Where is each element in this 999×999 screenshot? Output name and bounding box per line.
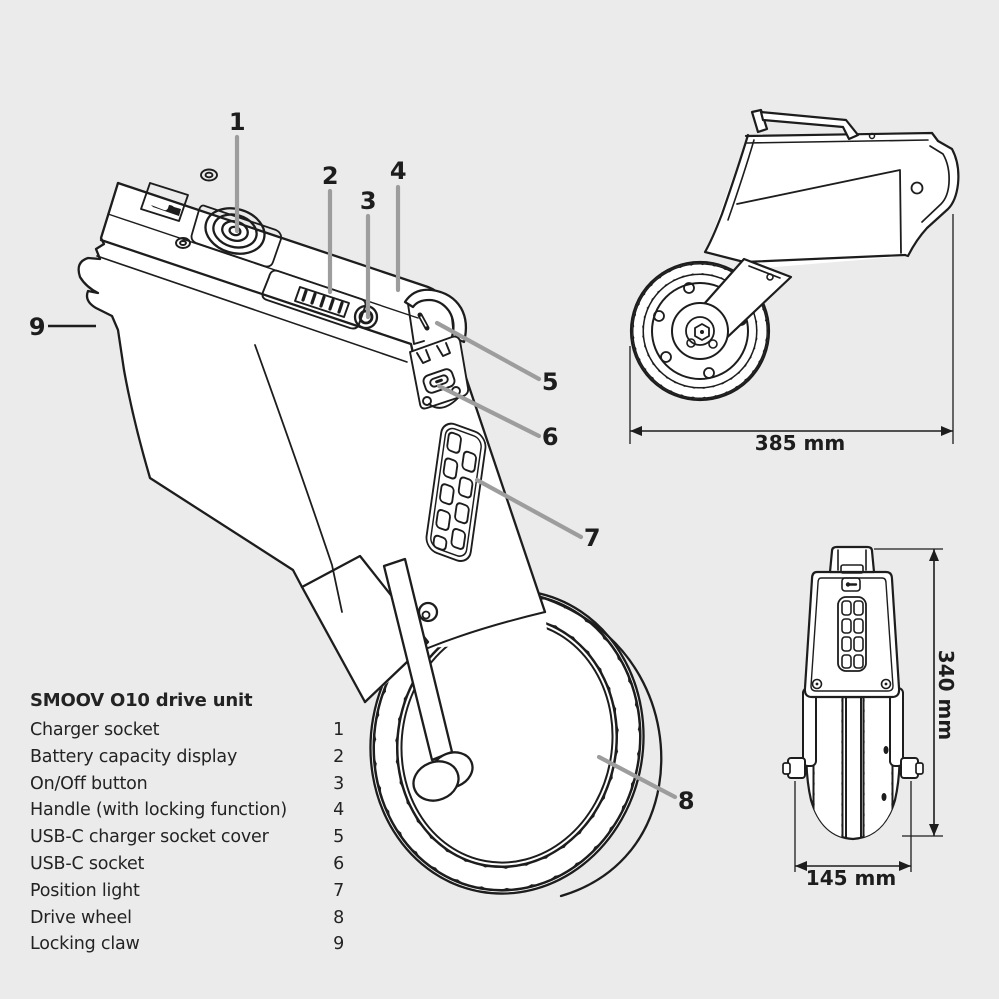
front-height-dimension [874, 548, 943, 837]
callout-leader-lines [234, 134, 678, 800]
front-view-emblem [841, 577, 861, 592]
label-sticker [140, 182, 189, 222]
leader-line-8 [596, 754, 678, 800]
locking-claw [77, 181, 367, 704]
front-view-screws [811, 678, 892, 690]
legend-label: USB-C charger socket cover [30, 827, 269, 848]
legend-number: 2 [333, 746, 344, 767]
legend-number: 1 [333, 720, 344, 740]
legend-label: Handle (with locking function) [30, 800, 288, 821]
battery-capacity-display [261, 269, 367, 330]
top-panel [140, 168, 218, 249]
legend-number: 8 [333, 907, 344, 928]
front-view-body [803, 570, 901, 699]
front-view-wheel [805, 695, 901, 841]
callout-number-4: 4 [389, 157, 407, 185]
legend-label: Position light [30, 880, 140, 901]
dimension-label-340mm: 340 mm [934, 649, 958, 741]
legend-label: USB-C socket [30, 853, 145, 874]
legend-label: Battery capacity display [30, 746, 238, 767]
callout-number-2: 2 [321, 162, 339, 190]
legend-label: Charger socket [30, 720, 160, 740]
legend-row-usb-c-socket: USB-C socket 6 [30, 851, 344, 878]
legend-row-handle: Handle (with locking function) 4 [30, 797, 344, 824]
legend-number: 3 [333, 773, 344, 794]
front-view-light-slots [837, 596, 867, 672]
callout-number-6: 6 [541, 423, 559, 451]
legend-row-charger-socket: Charger socket 1 [30, 717, 344, 744]
legend-number: 9 [333, 934, 344, 955]
side-view-drawing [629, 108, 960, 402]
callout-number-1: 1 [228, 108, 246, 136]
callout-number-3: 3 [359, 187, 377, 215]
legend-label: On/Off button [30, 773, 148, 794]
legend-row-usb-c-cover: USB-C charger socket cover 5 [30, 824, 344, 851]
legend-label: Locking claw [30, 934, 140, 955]
drive-unit-isometric-drawing [77, 168, 663, 898]
dimension-label-385mm: 385 mm [754, 431, 846, 455]
legend-row-position-light: Position light 7 [30, 878, 344, 905]
side-view-handle [750, 108, 876, 141]
legend-number: 7 [333, 880, 344, 901]
legend-label: Drive wheel [30, 907, 132, 928]
legend-number: 5 [333, 827, 344, 848]
leader-line-7 [474, 477, 584, 540]
front-view-handle-tab [828, 545, 876, 574]
leader-line-5 [434, 320, 542, 382]
drive-unit-body [78, 183, 548, 702]
callout-number-7: 7 [583, 524, 601, 552]
leader-line-6 [436, 383, 542, 439]
legend-row-drive-wheel: Drive wheel 8 [30, 905, 344, 932]
legend-row-battery-capacity-display: Battery capacity display 2 [30, 744, 344, 771]
front-view-fork-plates [782, 687, 924, 779]
side-width-dimension [629, 214, 954, 444]
legend-title: SMOOV O10 drive unit [30, 690, 253, 711]
legend-row-locking-claw: Locking claw 9 [30, 931, 344, 958]
legend-row-on-off-button: On/Off button 3 [30, 771, 344, 798]
callout-number-5: 5 [541, 368, 559, 396]
position-light [425, 422, 487, 562]
side-view-hub [671, 302, 729, 360]
callout-number-9: 9 [28, 313, 46, 341]
front-view-drawing [782, 545, 924, 841]
parts-legend: SMOOV O10 drive unit Charger socket 1 Ba… [30, 690, 344, 958]
side-view-bracket [903, 131, 960, 258]
handle [403, 288, 468, 345]
front-width-dimension [794, 781, 912, 872]
caster-roller [412, 751, 474, 802]
side-view-body [705, 132, 959, 268]
legend-number: 4 [333, 800, 344, 821]
legend-number: 6 [333, 853, 344, 874]
callout-number-8: 8 [677, 787, 695, 815]
dimension-label-145mm: 145 mm [805, 866, 897, 890]
